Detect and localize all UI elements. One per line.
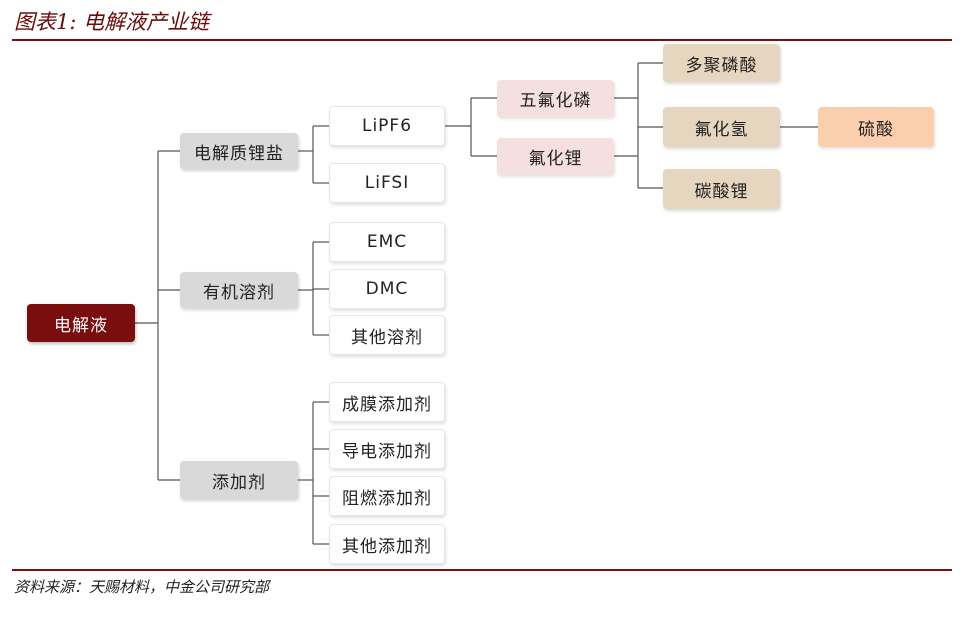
- bottom-rule: [12, 569, 952, 571]
- node-hydrogen-fluoride: 氟化氢: [663, 107, 780, 147]
- node-sulfuric-acid: 硫酸: [818, 107, 934, 147]
- node-film-additive: 成膜添加剂: [329, 382, 445, 422]
- source-note: 资料来源：天赐材料，中金公司研究部: [14, 578, 270, 596]
- top-rule: [12, 39, 952, 41]
- node-additive: 添加剂: [180, 461, 298, 499]
- node-polyphosphoric-acid: 多聚磷酸: [663, 44, 780, 82]
- node-lipf6: LiPF6: [329, 106, 445, 146]
- node-lifsi: LiFSI: [329, 163, 445, 203]
- node-phosphorus-pentafluoride: 五氟化磷: [497, 80, 614, 117]
- figure-title: 图表1: 电解液产业链: [14, 10, 210, 34]
- node-lithium-fluoride: 氟化锂: [497, 138, 614, 175]
- node-conductive-additive: 导电添加剂: [329, 429, 445, 469]
- node-emc: EMC: [329, 222, 445, 262]
- node-other-solvent: 其他溶剂: [329, 315, 445, 355]
- node-lithium-salt: 电解质锂盐: [180, 133, 298, 169]
- node-organic-solvent: 有机溶剂: [180, 272, 298, 308]
- node-other-additive: 其他添加剂: [329, 524, 445, 564]
- node-dmc: DMC: [329, 269, 445, 309]
- node-flame-additive: 阻燃添加剂: [329, 476, 445, 516]
- node-electrolyte: 电解液: [27, 304, 135, 342]
- node-lithium-carbonate: 碳酸锂: [663, 169, 780, 209]
